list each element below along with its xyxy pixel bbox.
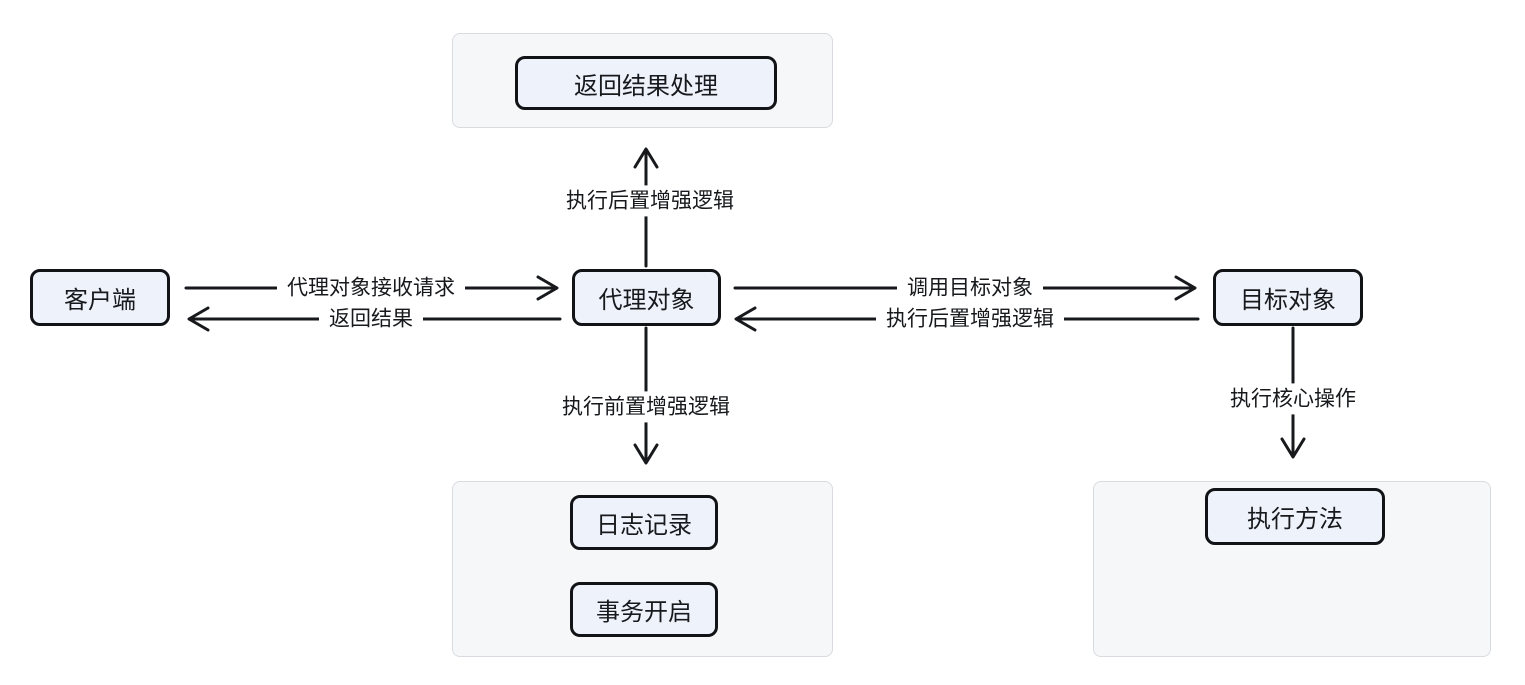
edge-label-proxy-to-target: 调用目标对象 — [897, 272, 1043, 304]
node-transaction: 事务开启 — [570, 582, 718, 637]
node-logging: 日志记录 — [570, 495, 718, 550]
edge-label-proxy-down: 执行前置增强逻辑 — [552, 391, 740, 423]
node-execute-method: 执行方法 — [1205, 488, 1385, 545]
edge-label-proxy-up: 执行后置增强逻辑 — [556, 185, 744, 217]
edge-label-proxy-to-client: 返回结果 — [319, 303, 423, 335]
node-target: 目标对象 — [1213, 269, 1363, 326]
edge-label-client-to-proxy: 代理对象接收请求 — [277, 272, 465, 304]
node-client: 客户端 — [30, 269, 170, 326]
node-proxy: 代理对象 — [572, 269, 721, 326]
node-result-handling: 返回结果处理 — [515, 56, 777, 110]
edge-label-target-to-proxy: 执行后置增强逻辑 — [876, 303, 1064, 335]
edge-label-target-down: 执行核心操作 — [1220, 383, 1366, 415]
